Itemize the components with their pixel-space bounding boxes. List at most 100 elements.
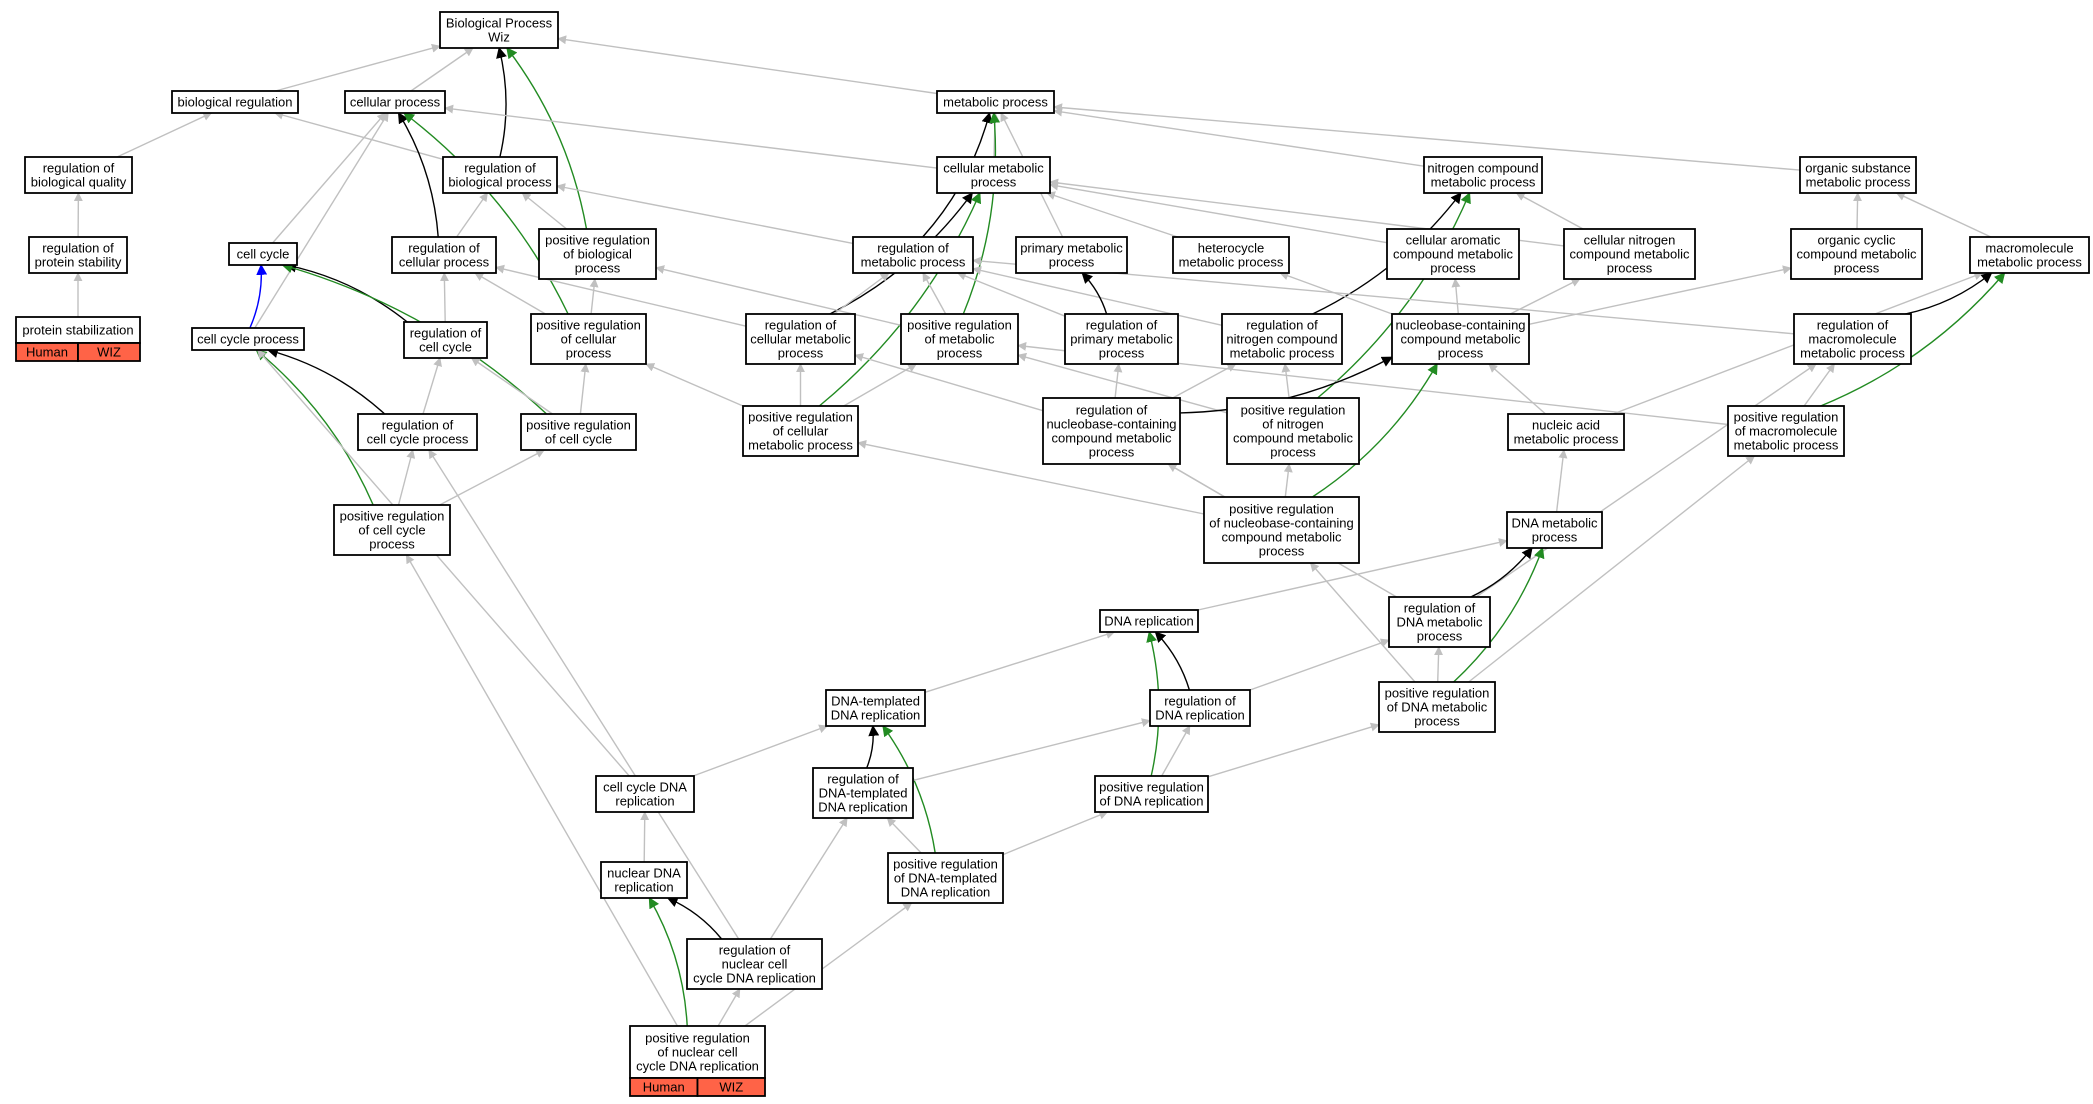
edge-pos_reg_nuc_cc_dna_repl-to-pos_reg_dna_templ_repl [744, 902, 913, 1027]
node-box [228, 242, 298, 266]
edge-pos_reg_metab-to-metab [962, 111, 1001, 315]
edge-cell_arom_metab-to-cell_metab [1049, 181, 1388, 244]
node-label-line: regulation of [464, 161, 536, 176]
edge-reg_dna_templ_repl-to-reg_dna_repl [912, 718, 1151, 782]
edge-org_sub_metab-to-metab [1053, 103, 1801, 171]
node-label-line: process [1430, 261, 1476, 276]
node-label-line: positive regulation [526, 418, 631, 433]
node-label-line: regulation of [765, 318, 837, 333]
edge-pos_reg_nitro_metab-to-nitro_metab [1317, 191, 1471, 399]
edge-nucbase_metab-to-org_cyc_metab [1528, 265, 1792, 325]
node-metab[interactable]: metabolic process [936, 90, 1055, 114]
node-cc_proc[interactable]: cell cycle process [191, 327, 305, 351]
node-box [852, 236, 974, 274]
node-box [900, 313, 1019, 365]
node-label-line: biological regulation [178, 95, 293, 110]
node-label-line: Wiz [488, 30, 510, 45]
edge-macro_metab-to-org_sub_metab [1895, 192, 1992, 238]
node-label-line: metabolic process [861, 255, 966, 270]
node-label-line: compound metabolic [1233, 431, 1353, 446]
node-label-line: compound metabolic [1797, 247, 1917, 262]
node-label-line: of cellular [561, 332, 617, 347]
edge-nitro_metab-to-metab [1053, 107, 1425, 167]
node-label-line: DNA-templated [819, 786, 908, 801]
edge-pos_reg_cc-to-pos_reg_cell_proc [579, 363, 590, 415]
node-label-line: compound metabolic [1052, 431, 1172, 446]
node-label-line: positive regulation [1099, 780, 1204, 795]
node-label-line: of biological [563, 247, 632, 262]
node-box [936, 90, 1055, 114]
node-cell_proc[interactable]: cellular process [344, 90, 446, 114]
edge-reg_prim_metab-to-prim_metab [1081, 272, 1108, 315]
node-box [600, 861, 688, 899]
edge-pos_reg_dna_metab-to-dna_metab [1453, 546, 1545, 683]
node-box [1094, 775, 1209, 813]
node-label-line: DNA replication [901, 885, 991, 900]
node-label-line: regulation of [827, 772, 899, 787]
node-dna_repl[interactable]: DNA replication [1099, 609, 1199, 633]
node-box [1172, 236, 1290, 274]
edge-cc_proc-to-cell_cycle [249, 263, 268, 329]
edge-pos_reg_nucbase_metab-to-nucbase_metab [1312, 363, 1438, 498]
edge-pos_reg_cell_metab-to-pos_reg_metab [843, 363, 918, 407]
node-label-line: of cell cycle [545, 432, 612, 447]
node-bio_reg[interactable]: biological regulation [171, 90, 299, 114]
edge-reg_prim_metab-to-reg_metab [956, 271, 1066, 317]
node-box [1149, 689, 1251, 727]
node-label-line: primary metabolic [1070, 332, 1173, 347]
node-cell_cycle[interactable]: cell cycle [228, 242, 298, 266]
node-label-line: DNA replication [818, 800, 908, 815]
node-box [403, 321, 488, 359]
node-reg_nucbase_metab[interactable]: regulation ofnucleobase-containingcompou… [1042, 397, 1181, 465]
edge-pos_reg_nuc_cc_dna_repl-to-pos_reg_cc_proc [405, 554, 679, 1027]
edge-pos_reg_dna_templ_repl-to-reg_dna_templ_repl [886, 817, 922, 854]
edge-cc_proc-to-cell_proc [254, 112, 389, 329]
